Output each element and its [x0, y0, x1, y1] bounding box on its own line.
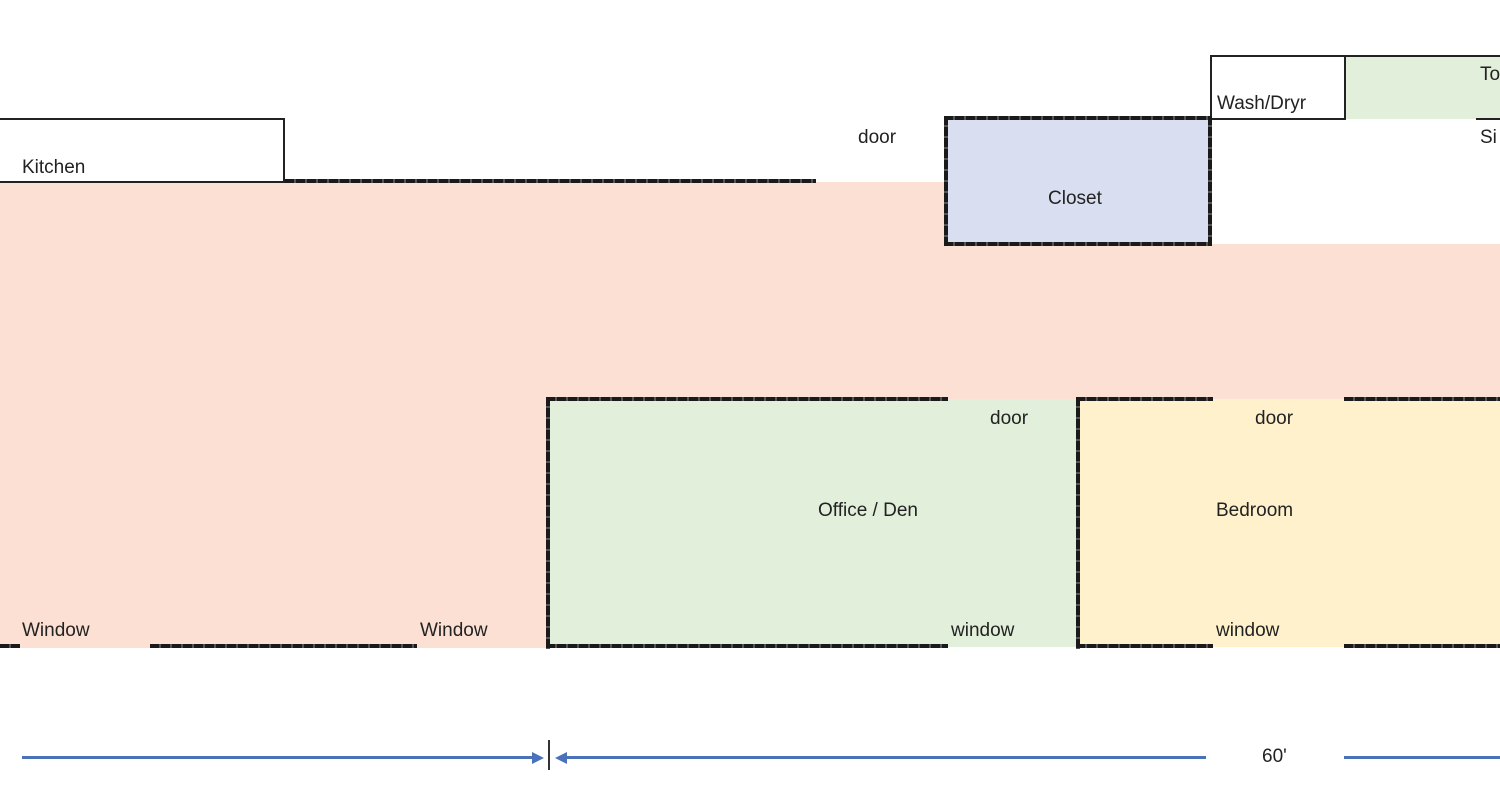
office-den-label: Office / Den	[818, 500, 918, 521]
closet-bottom-wall	[944, 242, 1212, 246]
sink-top-wall	[1476, 118, 1500, 120]
toilet-room	[1345, 56, 1500, 119]
closet-top-wall	[944, 116, 1212, 120]
closet-right-wall	[1208, 116, 1212, 246]
main-living-area-right	[946, 244, 1500, 400]
window-mid-label: Window	[420, 620, 488, 641]
bottom-wall-left	[150, 644, 417, 648]
kitchen-label: Kitchen	[22, 157, 86, 178]
wash-dryer-right-wall	[1344, 55, 1346, 119]
dimension-tick	[548, 740, 550, 770]
bedroom-bottom-wall-right	[1344, 644, 1500, 648]
dimension-line-mid	[566, 756, 1206, 759]
sink-label: Si	[1480, 127, 1497, 148]
kitchen-right-wall	[283, 118, 285, 182]
dimension-label: 60'	[1262, 746, 1287, 767]
bedroom-label: Bedroom	[1216, 500, 1294, 521]
window-bedroom-label: window	[1216, 620, 1280, 641]
kitchen-top-wall	[0, 118, 285, 120]
toilet-label: To	[1480, 64, 1500, 85]
bedroom-room	[1078, 399, 1500, 647]
top-wall	[285, 179, 816, 183]
closet-room	[946, 118, 1210, 244]
bedroom-bottom-wall-left	[1076, 644, 1213, 648]
window-left-label: Window	[22, 620, 90, 641]
wash-dryer-left-wall	[1210, 55, 1212, 119]
door-top-label: door	[858, 127, 897, 148]
bottom-wall-stub	[0, 644, 20, 648]
office-den-room	[548, 399, 1078, 647]
window-office-label: window	[951, 620, 1015, 641]
closet-label: Closet	[1048, 188, 1102, 209]
bedroom-top-wall-left	[1076, 397, 1213, 401]
bedroom-left-wall	[1076, 397, 1080, 649]
dimension-arrow-left	[555, 752, 567, 764]
closet-left-wall	[944, 116, 948, 246]
door-office-label: door	[990, 408, 1029, 429]
wash-dryer-bottom-wall	[1210, 118, 1346, 120]
office-top-wall	[546, 397, 948, 401]
dimension-line-right	[1344, 756, 1500, 759]
door-bedroom-label: door	[1255, 408, 1294, 429]
bedroom-top-wall-right	[1344, 397, 1500, 401]
office-left-wall	[546, 397, 550, 649]
office-bottom-wall	[546, 644, 948, 648]
kitchen-bottom-wall	[0, 181, 285, 183]
wash-dryer-top-wall	[1210, 55, 1500, 57]
wash-dryer-label: Wash/Dryr	[1217, 93, 1307, 114]
dimension-arrow-right	[532, 752, 544, 764]
dimension-line-left	[22, 756, 536, 759]
